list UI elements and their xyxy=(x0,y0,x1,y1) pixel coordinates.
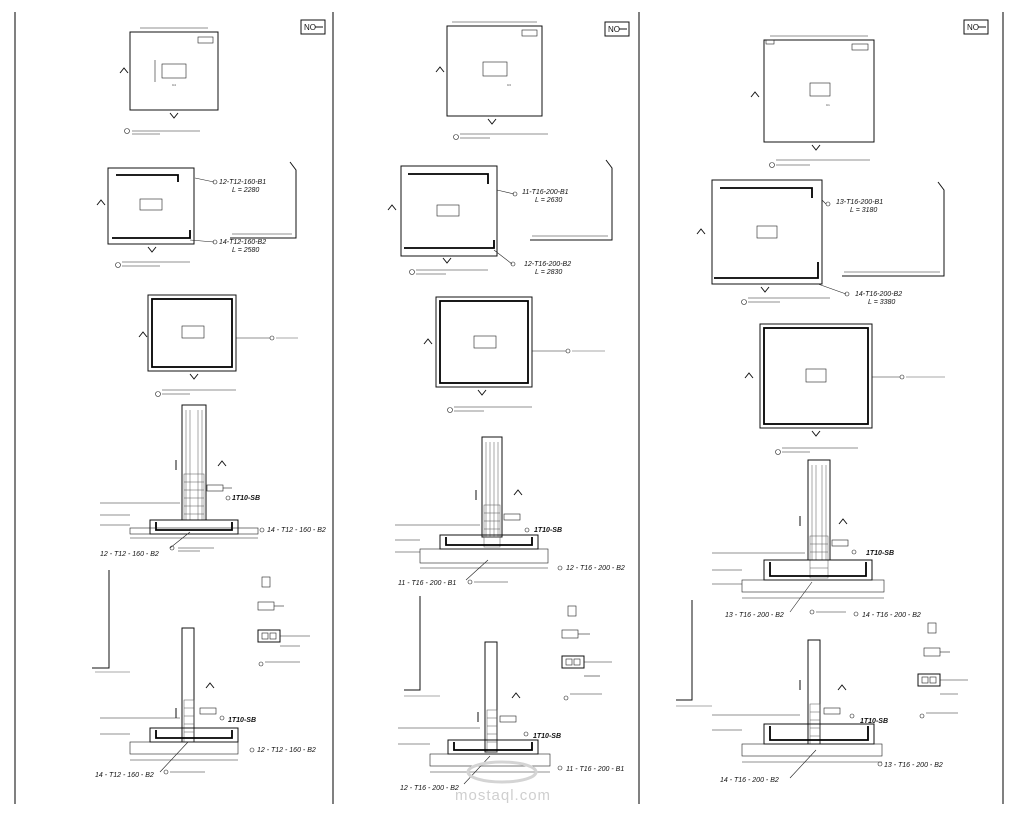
revision-stamp-box xyxy=(963,19,989,35)
stirrup-label: 1T10-SB xyxy=(534,527,562,534)
top-bar-length: L = 3380 xyxy=(868,299,895,306)
footing-section-2: 1T10-SB 13 - T16 - 200 - B2 14 - T16 - 2… xyxy=(712,639,943,784)
top-reinforcement-plan xyxy=(744,323,945,455)
bottom-bar-length: L = 3180 xyxy=(850,207,877,214)
bottom-reinforcement-plan: 13-T16-200-B1 L = 3180 14-T16-200-B2 L =… xyxy=(696,179,945,306)
section2-right-callout: 11 - T16 - 200 - B1 xyxy=(566,766,624,773)
panel-3: NO C1 13-T16-200-B1 L = 3180 xyxy=(676,19,989,784)
bar-shape-detail xyxy=(404,596,440,697)
section2-left-callout: 14 - T16 - 200 - B2 xyxy=(720,777,779,784)
section2-right-callout: 13 - T16 - 200 - B2 xyxy=(884,762,943,769)
section-right-callout: 14 - T12 - 160 - B2 xyxy=(267,527,326,534)
section-left-callout: 12 - T12 - 160 - B2 xyxy=(100,551,159,558)
top-bar-callout: 14-T12-160-B2 xyxy=(219,239,266,246)
stirrup-label: 1T10-SB xyxy=(866,550,894,557)
section-right-callout: 14 - T16 - 200 - B2 xyxy=(862,612,921,619)
section2-right-callout: 12 - T12 - 160 - B2 xyxy=(257,747,316,754)
revision-stamp: NO xyxy=(608,25,620,34)
bottom-bar-callout: 13-T16-200-B1 xyxy=(836,199,883,206)
top-bar-length: L = 2830 xyxy=(535,269,562,276)
watermark: mostaql.com xyxy=(455,760,551,804)
panel-2: NO C3 11-T16-200-B1 L = 2630 xyxy=(387,21,630,792)
stirrup-details xyxy=(561,605,612,701)
bottom-bar-callout: 11-T16-200-B1 xyxy=(522,189,569,196)
column-label: C3 xyxy=(507,83,511,87)
stirrup-label-2: 1T10-SB xyxy=(860,718,888,725)
section2-left-callout: 12 - T16 - 200 - B2 xyxy=(400,785,459,792)
top-reinforcement-plan xyxy=(423,296,605,413)
section2-left-callout: 14 - T12 - 160 - B2 xyxy=(95,772,154,779)
footing-outline-plan: C4 xyxy=(119,27,219,135)
bottom-reinforcement-plan: 12-T12-160-B1 L = 2280 14-T12-160-B2 L =… xyxy=(96,161,297,268)
bottom-bar-callout: 12-T12-160-B1 xyxy=(219,179,266,186)
top-bar-length: L = 2580 xyxy=(232,247,259,254)
bar-shape-detail xyxy=(676,600,712,707)
bottom-reinforcement-plan: 11-T16-200-B1 L = 2630 12-T16-200-B2 L =… xyxy=(387,159,613,276)
footing-section-2: 1T10-SB 12 - T12 - 160 - B2 14 - T12 - 1… xyxy=(95,627,316,779)
revision-stamp: NO xyxy=(967,23,979,32)
section-left-callout: 13 - T16 - 200 - B2 xyxy=(725,612,784,619)
footing-outline-plan: C1 xyxy=(750,35,875,168)
revision-stamp-box xyxy=(300,19,326,35)
top-bar-callout: 12-T16-200-B2 xyxy=(524,261,571,268)
section-left-callout: 11 - T16 - 200 - B1 xyxy=(398,580,456,587)
panel-1: NO C4 12-T12-160-B1 L = xyxy=(92,19,326,779)
sheet-frame xyxy=(14,12,1004,804)
column-label: C1 xyxy=(826,103,830,107)
footing-outline-plan: C3 xyxy=(435,21,548,140)
footing-section-1: 1T10-SB 14 - T16 - 200 - B2 13 - T16 - 2… xyxy=(712,459,921,619)
bottom-bar-length: L = 2630 xyxy=(535,197,562,204)
stirrup-label-2: 1T10-SB xyxy=(228,717,256,724)
footing-section-1: 1T10-SB 12 - T16 - 200 - B2 11 - T16 - 2… xyxy=(395,436,625,587)
bottom-bar-length: L = 2280 xyxy=(232,187,259,194)
watermark-text: mostaql.com xyxy=(455,787,551,804)
stirrup-details xyxy=(917,622,968,719)
stirrup-label-2: 1T10-SB xyxy=(533,733,561,740)
footing-section-2: 1T10-SB 11 - T16 - 200 - B1 12 - T16 - 2… xyxy=(398,641,624,792)
stirrup-details xyxy=(257,576,310,667)
footing-section-1: 1T10-SB 14 - T12 - 160 - B2 12 - T12 - 1… xyxy=(100,404,326,558)
section-right-callout: 12 - T16 - 200 - B2 xyxy=(566,565,625,572)
bar-shape-detail xyxy=(92,570,130,673)
revision-stamp-box xyxy=(604,21,630,37)
top-reinforcement-plan xyxy=(138,294,298,397)
stirrup-label: 1T10-SB xyxy=(232,495,260,502)
column-label: C4 xyxy=(172,83,176,87)
revision-stamp: NO xyxy=(304,23,316,32)
top-bar-callout: 14-T16-200-B2 xyxy=(855,291,902,298)
